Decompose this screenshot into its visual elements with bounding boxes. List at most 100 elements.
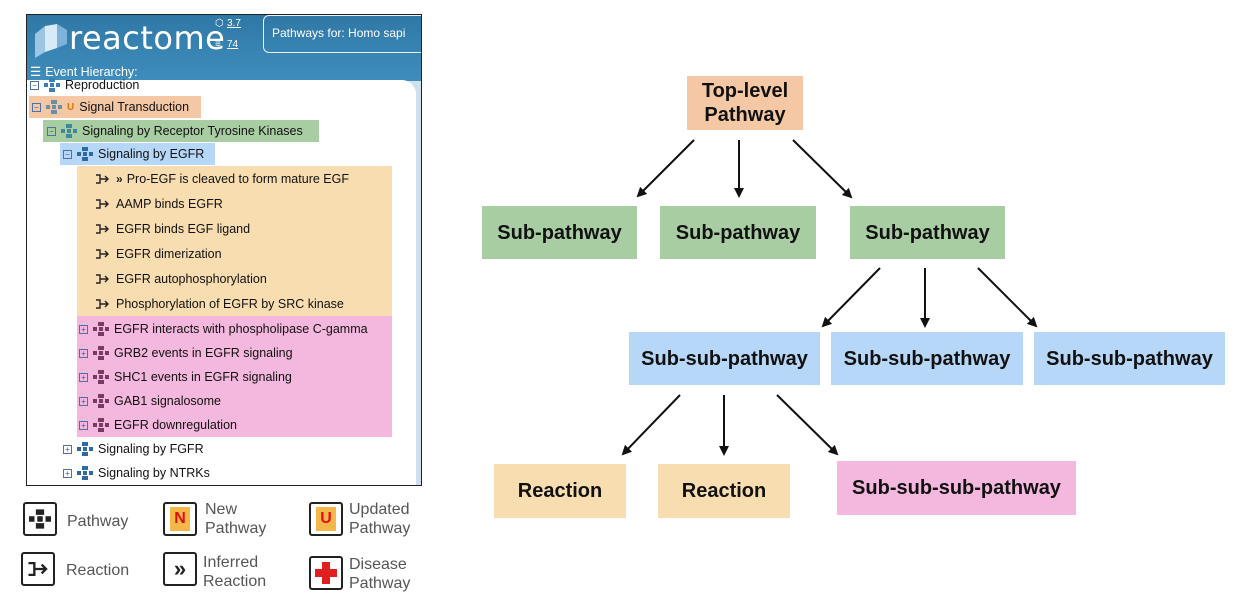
pathway-icon [29, 509, 51, 529]
pathway-icon [61, 124, 77, 138]
node-sub-sub-pathway-2: Sub-sub-pathway [831, 332, 1023, 385]
tree-item-reaction[interactable]: Phosphorylation of EGFR by SRC kinase [95, 293, 344, 315]
tree-item-label: EGFR binds EGF ligand [116, 222, 251, 236]
reactome-logo[interactable]: reactome [69, 19, 226, 57]
tree-item-label: Pro-EGF is cleaved to form mature EGF [126, 172, 349, 186]
version-link[interactable]: ⬡3.7 [215, 18, 241, 29]
tree-item-label: Signaling by NTRKs [98, 466, 210, 480]
tree-item-label: EGFR dimerization [116, 247, 222, 261]
node-sub-pathway-1: Sub-pathway [482, 206, 637, 259]
count-link[interactable]: ≡ 74 [215, 39, 238, 50]
tree-item-reaction[interactable]: EGFR dimerization [95, 243, 222, 265]
reaction-icon [96, 199, 109, 209]
highlight-sub-sub-pathway [60, 143, 215, 165]
cube-icon: ⬡ [215, 18, 224, 29]
tree-item-label: GRB2 events in EGFR signaling [114, 346, 293, 360]
tree-item-signaling-by-egfr[interactable]: − Signaling by EGFR [63, 143, 204, 165]
tree-item-reproduction[interactable]: − Reproduction [30, 74, 139, 96]
tree-item-label: EGFR interacts with phospholipase C-gamm… [114, 322, 368, 336]
collapse-icon[interactable]: − [30, 80, 39, 90]
tree-item-reaction[interactable]: » Pro-EGF is cleaved to form mature EGF [95, 168, 349, 190]
legend-line: New [205, 501, 238, 518]
legend-updated-pathway-icon: U [309, 502, 343, 536]
legend-line: Pathway [205, 520, 267, 537]
reaction-icon [96, 274, 109, 284]
expand-icon[interactable]: + [79, 396, 88, 406]
expand-icon[interactable]: + [63, 468, 72, 478]
new-pathway-icon: N [170, 507, 190, 531]
expand-icon[interactable]: + [79, 420, 88, 430]
tree-item-subpathway[interactable]: + SHC1 events in EGFR signaling [79, 366, 292, 388]
node-reaction-2: Reaction [658, 464, 790, 518]
arrow-sub-to-subsub-3 [977, 267, 1038, 328]
expand-icon[interactable]: + [79, 324, 88, 334]
reaction-icon [96, 224, 109, 234]
arrow-subsub-to-reaction-1 [621, 394, 681, 456]
pathway-icon [93, 418, 109, 432]
tree-item-subpathway[interactable]: + GAB1 signalosome [79, 390, 221, 412]
count-number: 74 [227, 39, 239, 50]
panel-header: reactome ⬡3.7 ≡ 74 Pathways for: Homo sap… [27, 15, 421, 81]
expand-icon[interactable]: + [79, 348, 88, 358]
legend-line: Pathway [67, 513, 129, 530]
tree-item-subpathway[interactable]: + EGFR interacts with phospholipase C-ga… [79, 318, 368, 340]
hierarchy-title: ☰Event Hierarchy: [30, 64, 138, 79]
pathway-icon [93, 370, 109, 384]
node-label: Pathway [704, 104, 786, 126]
tree-item-signaling-by-rtk[interactable]: − Signaling by Receptor Tyrosine Kinases [47, 120, 303, 142]
hierarchy-icon: ☰ [30, 65, 42, 79]
highlight-sub-pathway [43, 120, 319, 142]
pathway-icon [93, 394, 109, 408]
highlight-reactions [77, 166, 392, 316]
pathway-icon [77, 466, 93, 480]
tree-item-reaction[interactable]: EGFR binds EGF ligand [95, 218, 250, 240]
tree-item-signaling-by-fgfr[interactable]: + Signaling by FGFR [63, 438, 204, 460]
collapse-icon[interactable]: − [47, 126, 56, 136]
node-sub-sub-sub-pathway: Sub-sub-sub-pathway [837, 461, 1076, 515]
legend-pathway-icon [23, 502, 57, 536]
pathway-icon [77, 147, 93, 161]
legend-line: Pathway [349, 520, 411, 537]
tree-item-reaction[interactable]: AAMP binds EGFR [95, 193, 223, 215]
reaction-icon [96, 299, 109, 309]
node-sub-sub-pathway-1: Sub-sub-pathway [629, 332, 820, 385]
tree-item-label: AAMP binds EGFR [116, 197, 223, 211]
collapse-icon[interactable]: − [32, 102, 41, 112]
collapse-icon[interactable]: − [63, 149, 72, 159]
tree-item-label: GAB1 signalosome [114, 394, 222, 408]
tree-item-label: Phosphorylation of EGFR by SRC kinase [116, 297, 344, 311]
highlight-sub-sub-sub-pathways [77, 316, 392, 437]
updated-badge: U [67, 101, 75, 113]
legend-inferred-reaction-icon: » [163, 552, 197, 586]
expand-icon[interactable]: + [79, 372, 88, 382]
legend-pathway-label: Pathway [67, 512, 128, 531]
reactome-logo-icon[interactable] [33, 22, 69, 60]
tree-item-label: Signaling by EGFR [98, 147, 205, 161]
tree-item-label: Signaling by FGFR [98, 442, 204, 456]
tree-item-subpathway[interactable]: + GRB2 events in EGFR signaling [79, 342, 293, 364]
legend-reaction-label: Reaction [66, 561, 129, 580]
legend-line: Pathway [349, 575, 411, 592]
node-sub-pathway-3: Sub-pathway [850, 206, 1005, 259]
tree-item-signal-transduction[interactable]: − U Signal Transduction [32, 96, 189, 118]
tree-item-reaction[interactable]: EGFR autophosphorylation [95, 268, 267, 290]
node-label: Top-level [701, 80, 789, 102]
expand-icon[interactable]: + [63, 444, 72, 454]
stack-icon: ≡ [215, 39, 221, 50]
legend-disease-pathway-icon [309, 556, 343, 590]
legend-line: Reaction [203, 573, 267, 590]
tree-item-label: EGFR autophosphorylation [116, 272, 267, 286]
species-selector[interactable]: Pathways for: Homo sapi [263, 15, 421, 53]
arrow-top-to-sub-3 [792, 139, 853, 199]
tree-item-signaling-by-ntrks[interactable]: + Signaling by NTRKs [63, 462, 210, 484]
updated-pathway-icon: U [316, 507, 336, 531]
legend-line: Updated [349, 501, 410, 518]
tree-item-subpathway[interactable]: + EGFR downregulation [79, 414, 237, 436]
event-hierarchy-tree: − Reproduction − U Signal Transduction −… [27, 78, 416, 485]
highlight-top-level [29, 96, 201, 118]
legend-new-pathway-icon: N [163, 502, 197, 536]
hierarchy-title-label: Event Hierarchy: [45, 65, 138, 79]
